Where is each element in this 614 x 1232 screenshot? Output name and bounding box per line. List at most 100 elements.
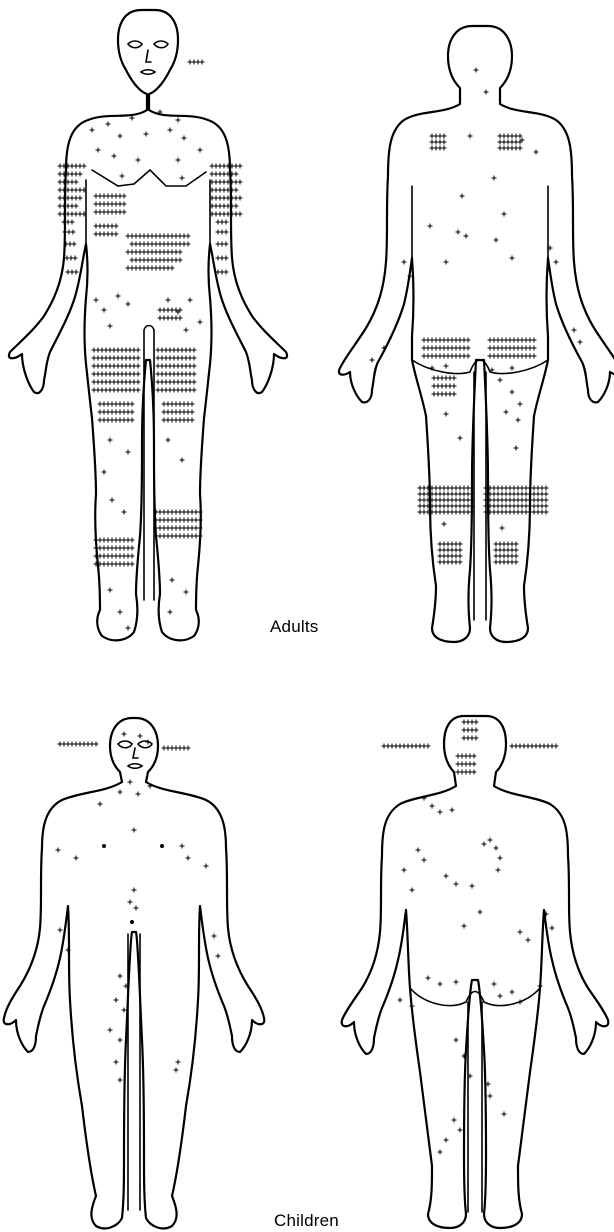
adult-front-mark [180,176,185,181]
adult-back-mark [544,492,549,497]
child-back-mark [474,728,479,733]
child-front-mark [216,954,221,959]
adult-back-mark [532,346,537,351]
adult-back-mark [544,498,549,503]
adult-back-mark [514,554,519,559]
adult-front-mark [72,242,77,247]
child-back-mark [430,804,435,809]
adult-back-mark [534,150,539,155]
child-front-mark [108,1028,113,1033]
adult-back-mark [544,486,549,491]
adult-back-mark [442,522,447,527]
adult-front-mark [190,418,195,423]
child-front-mark [118,1038,123,1043]
child-front-mark [174,1068,179,1073]
adult-back-mark [500,526,505,531]
adult-front-mark [192,356,197,361]
adult-back-mark [498,378,503,383]
adult-front-mark [74,180,79,185]
adult-back-mark [452,392,457,397]
child-back-mark [472,762,477,767]
children-label: Children [274,1211,339,1231]
adult-front-mark [166,298,171,303]
adult-front-mark [96,148,101,153]
adult-front-mark [184,328,189,333]
child-back-mark [488,838,493,843]
adult-back-mark [514,446,519,451]
child-front-mark [122,732,127,737]
adult-front-mark [90,128,95,133]
adult-front-mark [176,158,181,163]
child-back-mark [472,754,477,759]
adult-back-mark [504,410,509,415]
adult-back-mark [572,328,577,333]
child-front-mark [128,780,133,785]
child-back-mark [444,1138,449,1143]
adult-back-mark [402,260,407,265]
adult-front-mark [74,204,79,209]
adults-panel: Adults [0,0,614,650]
adult-back-mark [452,384,457,389]
child-front-mark [186,746,191,751]
adult-front-mark [122,510,127,515]
adult-front-mark [70,220,75,225]
adult-back-mark [532,338,537,343]
adult-back-mark [442,140,447,145]
child-front-mark [128,900,133,905]
adult-back-mark [544,510,549,515]
child-front-mark [180,844,185,849]
child-front-mark [212,934,217,939]
adult-front-mark [190,410,195,415]
adults-label: Adults [270,617,318,637]
adult-front-mark [94,298,99,303]
adult-back-mark [518,146,523,151]
adult-back-mark [544,504,549,509]
adult-front-mouth [141,70,155,75]
adult-back-mark [494,238,499,243]
adult-back-mark [458,560,463,565]
child-back-mark [526,938,531,943]
children-panel: Children [0,700,614,1232]
child-back-mark [518,930,523,935]
adult-back-mark [460,194,465,199]
child-back-mark [494,846,499,851]
adult-front-mark [116,294,121,299]
adult-back-mark [458,554,463,559]
children-body-map [0,700,614,1232]
adult-front-mark [74,270,79,275]
child-front-navel [130,920,134,924]
adult-front-mark [192,348,197,353]
adult-front-mark [192,388,197,393]
child-back-mark [438,982,443,987]
child-front-mark [132,888,137,893]
adult-back-mark [502,212,507,217]
child-back-mark [510,990,515,995]
adult-front-mark [130,410,135,415]
adult-front-mark [136,380,141,385]
adult-front-mark [198,148,203,153]
adult-back-mark [510,366,515,371]
child-back-mark [550,926,555,931]
adult-front-mark [224,220,229,225]
child-back-mark [470,884,475,889]
adult-front-mark [130,554,135,559]
adult-front-mark [130,418,135,423]
child-back-mark [554,744,559,749]
child-back-mark [444,874,449,879]
adult-back-mark [468,134,473,139]
child-back-mark [474,736,479,741]
child-back-mark [450,808,455,813]
adult-front-mark [126,450,131,455]
adult-front-mark [190,402,195,407]
child-front-mark [132,828,137,833]
adult-front-mark [224,270,229,275]
adult-front-mark [114,224,119,229]
child-back-mark [502,1112,507,1117]
adult-back-mark [516,418,521,423]
adult-front-mark [130,538,135,543]
adult-front-mark [78,172,83,177]
child-front-mark [118,790,123,795]
child-back-mark [398,998,403,1003]
child-front-mark [56,848,61,853]
adult-front-mark [184,590,189,595]
